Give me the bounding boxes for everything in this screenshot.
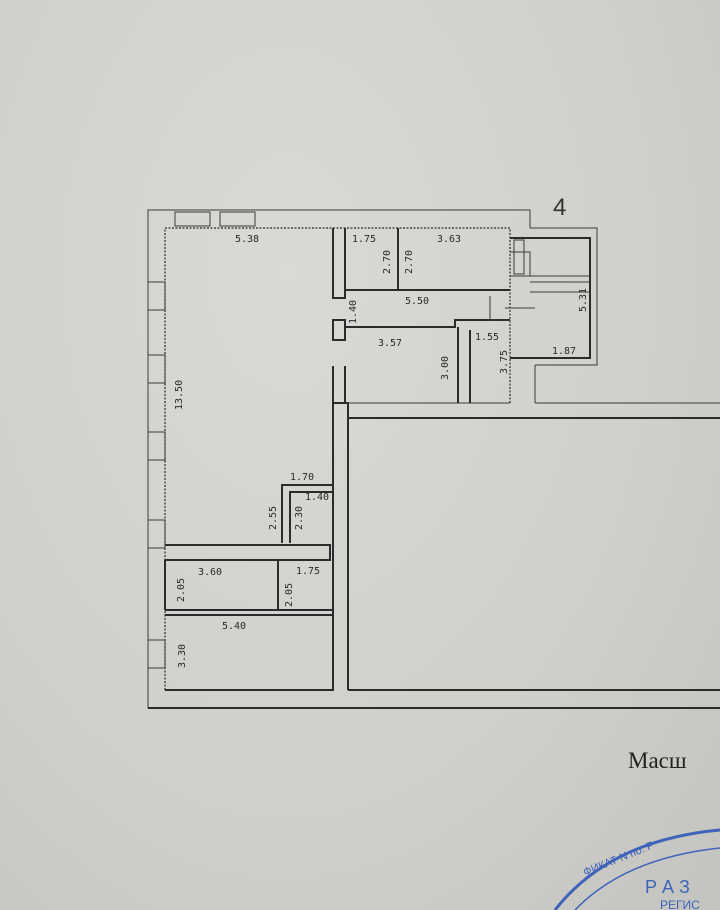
dim-label: 1.40 [305, 492, 329, 503]
stamp-inner-text: Р А З [645, 877, 690, 897]
dim-label: 1.55 [475, 332, 499, 343]
dim-label: 2.70 [404, 250, 415, 274]
stamp-arc-text: ФИКАТ N по. Р [582, 839, 656, 878]
dimension-labels: 5.38 1.75 3.63 2.70 2.70 5.50 1.40 3.57 … [174, 234, 589, 668]
dim-label: 13.50 [174, 380, 185, 410]
dim-label: 5.40 [222, 621, 246, 632]
dim-label: 3.00 [440, 356, 451, 380]
dim-label: 5.50 [405, 296, 429, 307]
dim-label: 2.30 [294, 506, 305, 530]
dim-label: 3.57 [378, 338, 402, 349]
stamp-lower-text: РЕГИС [660, 898, 700, 910]
dim-label: 3.75 [499, 350, 510, 374]
dim-label: 3.60 [198, 567, 222, 578]
dim-label: 1.87 [552, 346, 576, 357]
walls [147, 209, 720, 709]
official-stamp: ФИКАТ N по. Р Р А З РЕГИС [553, 828, 720, 910]
dim-label: 3.30 [177, 644, 188, 668]
dim-label: 1.40 [348, 300, 359, 324]
dim-label: 2.05 [176, 578, 187, 602]
section-number: 4 [553, 194, 566, 221]
dim-label: 5.31 [578, 288, 589, 312]
dim-label: 2.05 [284, 583, 295, 607]
dim-label: 2.70 [382, 250, 393, 274]
dim-label: 3.63 [437, 234, 461, 245]
dim-label: 2.55 [268, 506, 279, 530]
dim-label: 5.38 [235, 234, 259, 245]
dim-label: 1.70 [290, 472, 314, 483]
dim-label: 1.75 [296, 566, 320, 577]
scale-label: Масш [628, 748, 687, 773]
dim-label: 1.75 [352, 234, 376, 245]
